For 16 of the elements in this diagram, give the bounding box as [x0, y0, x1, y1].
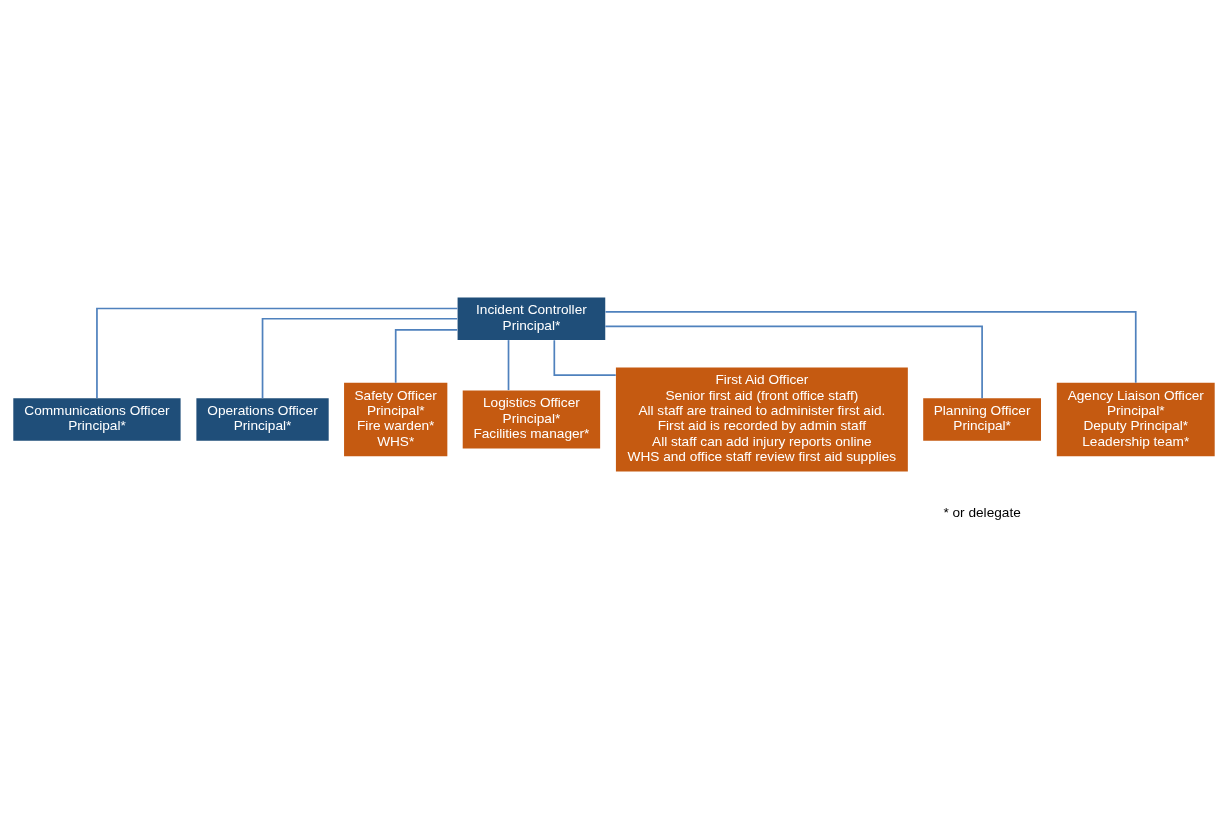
node-box: Logistics Officer Principal* Facilities manager* — [462, 389, 601, 448]
node-box: Communications Officer Principal* — [13, 397, 181, 441]
node-box: Agency Liaison Officer Principal* Deputy Principal* Leadership team* — [1056, 382, 1215, 456]
node-box: Planning Officer Principal* — [923, 397, 1041, 441]
connector — [604, 325, 983, 399]
connector — [96, 307, 459, 399]
node-box: Safety Officer Principal* Fire warden* WHS* — [344, 382, 448, 456]
node-box: Incident Controller Principal* — [457, 296, 606, 340]
connector — [553, 339, 617, 376]
label: * or delegate — [943, 504, 1021, 520]
connector — [604, 310, 1137, 384]
connector — [507, 338, 510, 391]
node-box: First Aid Officer Senior first aid (front office staff) All staff are trained to administer first aid. First aid is recorded by admin staff All staff can add injury reports online WHS and office staff review first aid supplies — [615, 366, 908, 472]
node-box: Operations Officer Principal* — [196, 397, 329, 441]
connector — [394, 328, 459, 384]
connector — [261, 317, 459, 399]
